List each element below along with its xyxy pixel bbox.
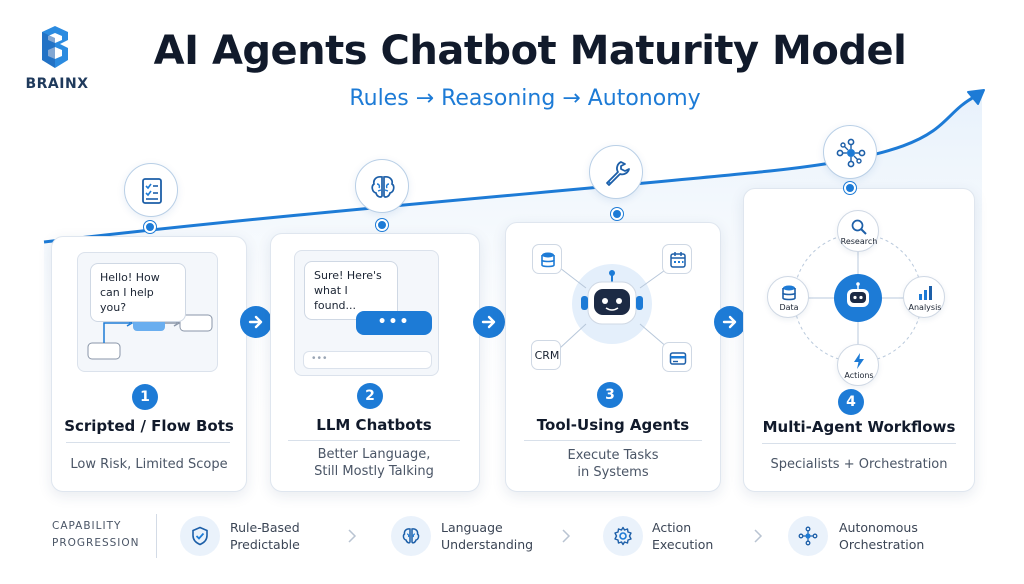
stage-1-description: Low Risk, Limited Scope bbox=[70, 457, 228, 472]
stage-2-description: Better Language, Still Mostly Talking bbox=[314, 447, 434, 479]
shield-check-icon bbox=[192, 526, 208, 546]
stage-2-number-badge: 2 bbox=[357, 383, 383, 409]
magnifier-icon bbox=[851, 219, 867, 235]
chevron-right-icon bbox=[348, 529, 357, 543]
database-icon bbox=[782, 285, 796, 301]
capability-2-text: Language Understanding bbox=[441, 520, 534, 552]
agent-node-data: Data bbox=[767, 276, 809, 318]
typing-dots: ••• bbox=[312, 353, 329, 364]
credit-card-icon bbox=[669, 352, 687, 365]
capability-1-icon-wrap bbox=[180, 516, 220, 556]
crm-label: CRM bbox=[534, 349, 560, 362]
brand-logo: BRAINX bbox=[22, 26, 92, 96]
agent-node-actions: Actions bbox=[837, 344, 879, 386]
bar-chart-icon bbox=[919, 286, 932, 300]
stage-2-top-icon bbox=[355, 159, 409, 213]
calendar-icon bbox=[670, 252, 686, 268]
stage-3-divider bbox=[524, 440, 702, 441]
chevron-right-icon bbox=[754, 529, 763, 543]
stage-4-divider bbox=[762, 443, 956, 444]
agent-node-research-label: Research bbox=[840, 237, 878, 246]
next-arrow-2-icon bbox=[473, 306, 505, 338]
agent-node-research: Research bbox=[837, 210, 879, 252]
checklist-icon bbox=[142, 178, 162, 204]
stage-2-chat-bubble: Sure! Here's what I found... bbox=[304, 261, 398, 320]
capability-1-text: Rule-Based Predictable bbox=[230, 520, 300, 552]
crm-tool: CRM bbox=[531, 340, 561, 370]
capability-3-icon-wrap bbox=[603, 516, 643, 556]
capability-4-text: Autonomous Orchestration bbox=[839, 520, 925, 552]
stage-2-divider bbox=[288, 440, 460, 441]
next-arrow-1-icon bbox=[240, 306, 272, 338]
lightning-icon bbox=[854, 353, 864, 369]
database-tool bbox=[532, 244, 562, 274]
stage-3-title: Tool-Using Agents bbox=[536, 416, 690, 434]
stage-4-curve-dot bbox=[844, 182, 856, 194]
database-icon bbox=[541, 252, 555, 268]
agent-node-actions-label: Actions bbox=[844, 371, 874, 380]
stage-2-reply-bubble: ••• bbox=[356, 311, 432, 335]
wrench-icon bbox=[606, 161, 630, 186]
stage-1-title: Scripted / Flow Bots bbox=[64, 417, 234, 435]
chevron-right-icon bbox=[562, 529, 571, 543]
stage-3-curve-dot bbox=[611, 208, 623, 220]
next-arrow-3-icon bbox=[714, 306, 746, 338]
agent-node-data-label: Data bbox=[779, 303, 799, 312]
stage-1-curve-dot bbox=[144, 221, 156, 233]
page-title: AI Agents Chatbot Maturity Model bbox=[153, 28, 907, 74]
stage-1-number-badge: 1 bbox=[132, 384, 158, 410]
stage-2-title: LLM Chatbots bbox=[316, 416, 432, 434]
capability-4-icon-wrap bbox=[788, 516, 828, 556]
brain-icon bbox=[371, 176, 395, 198]
agent-node-analysis-label: Analysis bbox=[908, 303, 942, 312]
card-tool bbox=[662, 342, 692, 372]
stage-1-divider bbox=[66, 442, 230, 443]
stage-3-top-icon bbox=[589, 145, 643, 199]
capability-2-icon-wrap bbox=[391, 516, 431, 556]
robot-icon bbox=[570, 268, 654, 336]
gear-icon bbox=[614, 526, 632, 546]
stage-4-title: Multi-Agent Workflows bbox=[762, 418, 956, 436]
stage-2-input-bar: ••• bbox=[303, 351, 432, 369]
stage-3-number-badge: 3 bbox=[597, 382, 623, 408]
page-subtitle: Rules → Reasoning → Autonomy bbox=[349, 86, 701, 111]
stage-4-number-badge: 4 bbox=[838, 389, 864, 415]
capability-3-text: Action Execution bbox=[652, 520, 714, 552]
stage-4-description: Specialists + Orchestration bbox=[770, 457, 948, 472]
brain-icon bbox=[402, 528, 420, 544]
stage-3-description: Execute Tasks in Systems bbox=[567, 448, 659, 480]
capability-separator bbox=[156, 514, 157, 558]
stage-1-top-icon bbox=[124, 163, 178, 217]
calendar-tool bbox=[662, 244, 692, 274]
stage-4-top-icon bbox=[823, 125, 877, 179]
network-icon bbox=[798, 526, 818, 546]
agent-node-analysis: Analysis bbox=[903, 276, 945, 318]
stage-2-curve-dot bbox=[376, 219, 388, 231]
network-icon bbox=[836, 138, 866, 168]
capability-heading: CAPABILITY PROGRESSION bbox=[52, 520, 140, 549]
stage-1-chat-bubble: Hello! How can I help you? bbox=[90, 263, 186, 322]
brand-logo-mark-icon bbox=[42, 26, 68, 68]
brand-name: BRAINX bbox=[25, 76, 89, 92]
